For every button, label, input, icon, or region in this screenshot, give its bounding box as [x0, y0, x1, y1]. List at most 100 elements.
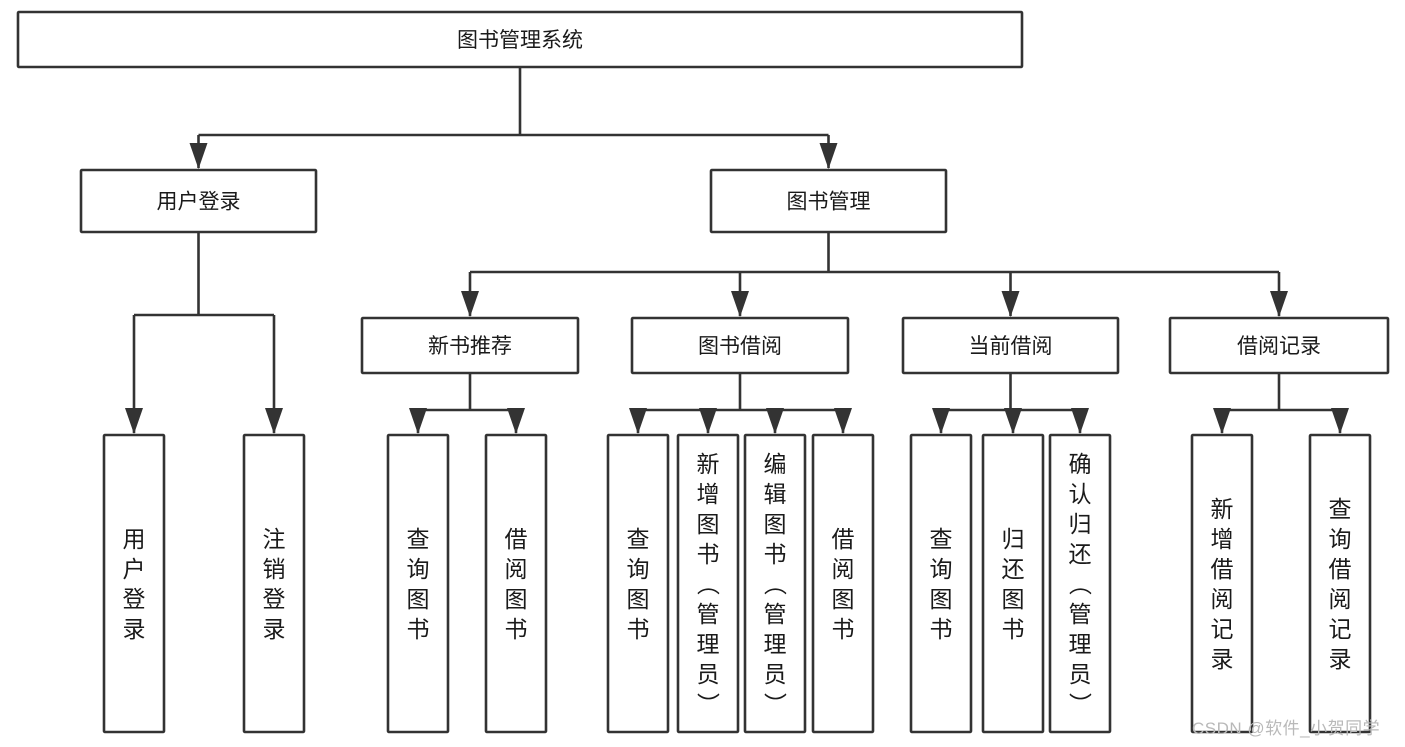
node-box-level3-0[interactable]	[360, 316, 580, 375]
node-label-level2-0: 用户登录	[157, 191, 241, 214]
svg-text:还: 还	[1069, 541, 1092, 567]
svg-text:管: 管	[1069, 601, 1092, 627]
arrow-head-icon	[819, 143, 838, 169]
svg-text:书: 书	[697, 541, 720, 567]
svg-text:借: 借	[832, 526, 855, 552]
arrow-head-icon	[932, 408, 950, 434]
node-box-leaf-3[interactable]	[484, 433, 548, 734]
svg-text:查: 查	[930, 526, 953, 552]
node-box-leaf-6[interactable]	[743, 433, 807, 734]
node-box-leaf-12[interactable]	[1308, 433, 1372, 734]
node-box-leaf-8[interactable]	[909, 433, 973, 734]
node-box-level2-1[interactable]	[709, 168, 948, 234]
svg-text:理: 理	[764, 631, 787, 657]
node-box-level3-2[interactable]	[901, 316, 1120, 375]
arrow-head-icon	[629, 408, 647, 434]
svg-text:记: 记	[1329, 616, 1352, 642]
arrow-head-icon	[766, 408, 784, 434]
svg-text:阅: 阅	[832, 556, 855, 582]
svg-text:确: 确	[1069, 451, 1092, 477]
node-box-leaf-5[interactable]	[676, 433, 740, 734]
svg-text:）: ）	[762, 692, 788, 715]
svg-text:认: 认	[1069, 481, 1092, 507]
svg-text:户: 户	[123, 556, 146, 582]
arrow-head-icon	[699, 408, 717, 434]
svg-text:书: 书	[627, 616, 650, 642]
svg-text:管: 管	[697, 601, 720, 627]
svg-text:书: 书	[505, 616, 528, 642]
svg-text:增: 增	[697, 481, 720, 507]
svg-text:阅: 阅	[1329, 586, 1352, 612]
node-box-leaf-11[interactable]	[1190, 433, 1254, 734]
svg-text:查: 查	[627, 526, 650, 552]
svg-text:录: 录	[1211, 646, 1234, 672]
svg-text:）: ）	[695, 692, 721, 715]
svg-text:理: 理	[1069, 631, 1092, 657]
svg-text:录: 录	[1329, 646, 1352, 672]
arrow-head-icon	[125, 408, 143, 434]
svg-text:书: 书	[407, 616, 430, 642]
svg-text:书: 书	[832, 616, 855, 642]
node-box-level3-1[interactable]	[630, 316, 850, 375]
svg-text:员: 员	[1069, 661, 1092, 687]
svg-text:图: 图	[764, 511, 787, 537]
svg-text:登: 登	[123, 586, 146, 612]
node-box-leaf-0[interactable]	[102, 433, 166, 734]
svg-text:）: ）	[1067, 692, 1093, 715]
svg-text:阅: 阅	[505, 556, 528, 582]
svg-text:归: 归	[1069, 511, 1092, 537]
svg-text:用: 用	[123, 526, 146, 552]
node-box-leaf-2[interactable]	[386, 433, 450, 734]
node-label-root: 图书管理系统	[457, 29, 583, 52]
svg-text:注: 注	[263, 526, 286, 552]
arrow-head-icon	[461, 291, 479, 317]
csdn-watermark: CSDN @软件_小贺同学	[1192, 719, 1381, 738]
node-label-level3-2: 当前借阅	[969, 335, 1053, 358]
node-box-level3-3[interactable]	[1168, 316, 1390, 375]
node-box-leaf-4[interactable]	[606, 433, 670, 734]
node-box-level2-0[interactable]	[79, 168, 318, 234]
arrow-head-icon	[1331, 408, 1349, 434]
svg-text:（: （	[1067, 572, 1093, 595]
node-box-leaf-7[interactable]	[811, 433, 875, 734]
arrow-head-icon	[1270, 291, 1288, 317]
svg-text:阅: 阅	[1211, 586, 1234, 612]
svg-text:书: 书	[1002, 616, 1025, 642]
arrow-head-icon	[1213, 408, 1231, 434]
svg-text:借: 借	[505, 526, 528, 552]
arrow-head-icon	[409, 408, 427, 434]
svg-text:员: 员	[764, 661, 787, 687]
svg-text:借: 借	[1211, 556, 1234, 582]
svg-text:询: 询	[1329, 526, 1352, 552]
node-box-leaf-1[interactable]	[242, 433, 306, 734]
arrow-head-icon	[1001, 291, 1020, 317]
connector-edges-layer	[125, 67, 1349, 434]
node-label-level3-1: 图书借阅	[698, 335, 782, 358]
svg-text:销: 销	[263, 556, 286, 582]
arrow-head-icon	[1071, 408, 1089, 434]
svg-text:录: 录	[123, 616, 146, 642]
node-box-leaf-9[interactable]	[981, 433, 1045, 734]
svg-text:员: 员	[697, 661, 720, 687]
svg-text:询: 询	[407, 556, 430, 582]
node-box-root[interactable]	[16, 10, 1024, 69]
svg-text:图: 图	[407, 586, 430, 612]
arrow-head-icon	[189, 143, 208, 169]
svg-text:录: 录	[263, 616, 286, 642]
svg-text:图: 图	[627, 586, 650, 612]
svg-text:书: 书	[764, 541, 787, 567]
svg-text:理: 理	[697, 631, 720, 657]
node-box-leaf-10[interactable]	[1048, 433, 1112, 734]
node-label-level3-3: 借阅记录	[1237, 335, 1321, 358]
